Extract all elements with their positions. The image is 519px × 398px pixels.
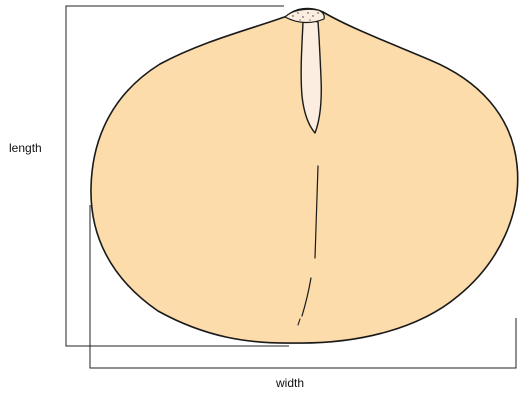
width-label: width — [276, 376, 304, 390]
length-label: length — [9, 141, 42, 155]
